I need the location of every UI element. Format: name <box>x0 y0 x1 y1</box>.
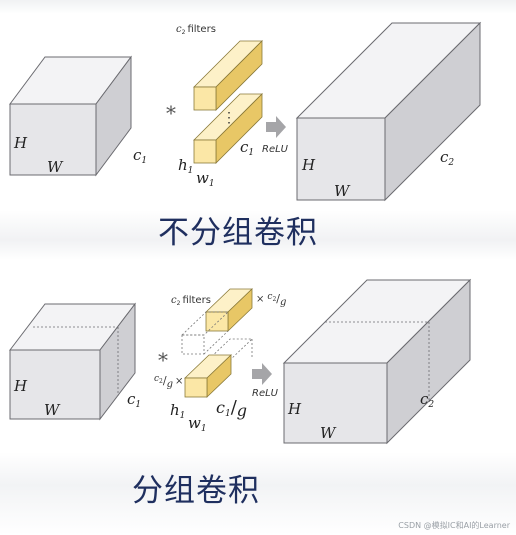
label-h-out-top: H <box>301 156 316 174</box>
input-block-bottom <box>8 302 137 421</box>
group-count-label-lower: c2/g× <box>154 374 183 390</box>
relu-arrow-top <box>266 116 286 138</box>
filter-ghost-upper-bottom <box>181 311 229 355</box>
relu-label-top: ReLU <box>262 144 289 155</box>
output-block-bottom <box>282 278 472 445</box>
input-block-top <box>9 55 132 177</box>
heading-ungrouped: 不分组卷积 <box>158 215 318 251</box>
label-c1-filter-top: c1 <box>240 138 254 158</box>
label-h-bottom: H <box>13 377 28 395</box>
heading-band-1 <box>0 210 516 260</box>
top-band <box>0 0 516 14</box>
label-c2-bottom: c2 <box>420 390 434 410</box>
label-c1-top: c1 <box>133 146 147 166</box>
filter-upper-top <box>193 40 263 111</box>
relu-label-bottom: ReLU <box>252 388 279 399</box>
label-c1-bottom: c1 <box>127 390 141 410</box>
label-w-out-top: W <box>334 182 351 200</box>
label-h-out-bottom: H <box>287 400 302 418</box>
label-h1-top: h1 <box>178 156 193 176</box>
label-h-top: H <box>13 134 28 152</box>
group-count-label-upper: ×c2/g <box>256 292 286 308</box>
output-block-top <box>295 21 482 202</box>
filter-ghost-lower-bottom <box>205 338 253 363</box>
label-w-top: W <box>47 158 64 176</box>
relu-arrow-bottom <box>252 363 272 385</box>
heading-band-2 <box>0 452 516 535</box>
filter-lower-top <box>193 93 263 164</box>
filter-upper-bottom <box>205 288 253 332</box>
convolution-star-bottom: * <box>158 348 168 372</box>
convolution-star-top: * <box>166 101 176 125</box>
label-c2-top: c2 <box>440 148 454 168</box>
filter-lower-bottom <box>184 354 232 398</box>
label-w-bottom: W <box>44 401 61 419</box>
heading-grouped: 分组卷积 <box>132 473 260 509</box>
label-h1-bottom: h1 <box>170 401 185 421</box>
label-c1-over-g: c1/g <box>216 397 247 420</box>
watermark: CSDN @模拟IC和AI的Learner <box>398 521 510 530</box>
label-w1-top: w1 <box>196 169 215 189</box>
filter-dots-top: ⋮ <box>222 110 236 126</box>
label-w1-bottom: w1 <box>188 414 207 434</box>
label-w-out-bottom: W <box>320 424 337 442</box>
